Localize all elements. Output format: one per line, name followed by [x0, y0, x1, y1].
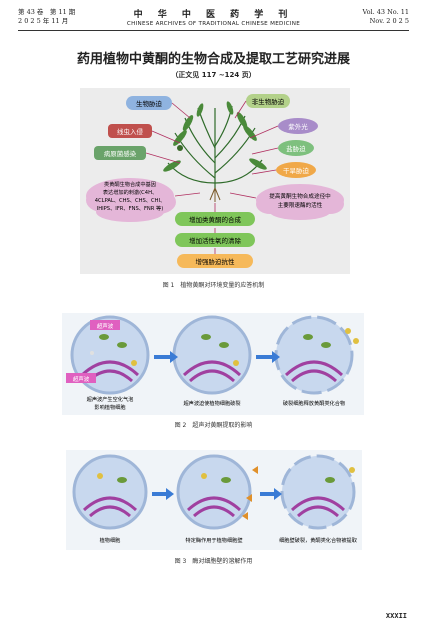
node-pathogen-label: 病原菌感染: [104, 149, 137, 158]
cloud-genes: [86, 178, 176, 222]
node-pathogen: [94, 146, 146, 160]
ultrasound-label-1-box: [90, 320, 120, 330]
figure2-diagram: 超声波 超声波 超声波产生空化气泡 影响植物细胞 超声波迫使植物细胞破裂 破裂细…: [62, 313, 364, 415]
node-drought: [276, 162, 316, 178]
header-journal: 中 华 中 医 药 学 刊 CHINESE ARCHIVES OF TRADIT…: [126, 10, 301, 27]
figure1-diagram: 生物胁迫 线虫入侵 病原菌感染 非生物胁迫 紫外光 盐胁迫 干旱胁迫 类黄酮生物…: [80, 88, 350, 274]
figure1-caption: 图 1 植物黄酮对环境变量的应答机制: [162, 282, 265, 289]
node-salt-label: 盐胁迫: [286, 144, 306, 153]
node-abio-stress: [246, 94, 290, 108]
box-ros: [175, 233, 255, 247]
insect-icon: [177, 145, 183, 151]
cloud-genes-line4: IHIPS、IFR、FNS、FNR 等): [97, 204, 164, 212]
figure2-caption: 图 2 超声对黄酮提取的影响: [174, 422, 253, 429]
node-drought-label: 干旱胁迫: [283, 166, 310, 175]
plant-leaves: [163, 101, 267, 172]
fig2-step1-line2: 影响植物细胞: [94, 403, 125, 411]
box-increase-flavonoid-label: 增加类黄酮的合成: [189, 215, 242, 224]
node-uv: [278, 118, 318, 134]
node-salt: [278, 140, 314, 156]
figure3-diagram: 植物细胞 特定酶作用于植物细胞壁 细胞壁破裂，黄酮类化合物被提取: [66, 450, 362, 550]
box-ros-label: 增加活性氧的清除: [189, 236, 242, 245]
cloud-enzyme: [256, 184, 344, 220]
cloud-genes-line1: 类黄酮生物合成中基因: [104, 180, 156, 188]
cloud-enzyme-line2: 主要限速酶的活性: [278, 201, 323, 209]
fig2-step3: 破裂细胞释放黄酮类化合物: [283, 399, 345, 407]
cloud-enzyme-line1: 提高黄酮生物合成途径中: [269, 192, 331, 200]
header-volume-cn: 第 43 卷 第 11 期 2 0 2 5 年 11 月: [18, 8, 76, 25]
page-number: XXXII: [385, 612, 407, 620]
cloud-genes-line3: 4CLPAL、CHS、CHS、CHI、: [95, 198, 165, 204]
page-title: 药用植物中黄酮的生物合成及提取工艺研究进展: [76, 52, 350, 67]
fig2-step1-line1: 超声波产生空化气泡: [87, 395, 134, 403]
box-increase-flavonoid: [175, 212, 255, 226]
box-resist: [177, 254, 253, 268]
node-insect: [108, 124, 152, 138]
plant-roots: [209, 187, 221, 202]
figure3-caption: 图 3 酶对细胞壁的溶解作用: [174, 558, 253, 565]
box-resist-label: 增强胁迫抗性: [196, 257, 236, 266]
cloud-genes-line2: 表达增加的刺激(C4H、: [103, 188, 157, 196]
node-bio-stress: [126, 96, 172, 110]
node-abio-stress-label: 非生物胁迫: [252, 97, 285, 106]
cell-b: [176, 454, 252, 530]
cell-a: [72, 454, 148, 530]
ultrasound-label-2: 超声波: [73, 375, 90, 383]
ultrasound-label-1: 超声波: [97, 322, 114, 330]
fig3-step2: 特定酶作用于植物细胞壁: [185, 536, 242, 544]
fig3-step1: 植物细胞: [100, 536, 121, 544]
node-uv-label: 紫外光: [288, 122, 308, 131]
enzyme-icon: [242, 466, 258, 520]
node-insect-label: 线虫入侵: [117, 127, 144, 136]
header-rule: [18, 30, 409, 31]
arrow-right-icon: [154, 351, 280, 363]
header-volume-en: Vol. 43 No. 11 Nov. 2 0 2 5: [362, 8, 409, 25]
arrow-right-icon: [152, 488, 282, 500]
cell-2: [172, 315, 252, 395]
fig3-step3: 细胞壁破裂，黄酮类化合物被提取: [279, 536, 358, 544]
fig2-step2: 超声波迫使植物细胞破裂: [183, 399, 240, 407]
ultrasound-label-2-box: [66, 373, 96, 383]
node-bio-stress-label: 生物胁迫: [136, 99, 163, 108]
page-subtitle: （正文见 117 ~124 页）: [171, 71, 256, 79]
cell-c: [280, 454, 356, 530]
